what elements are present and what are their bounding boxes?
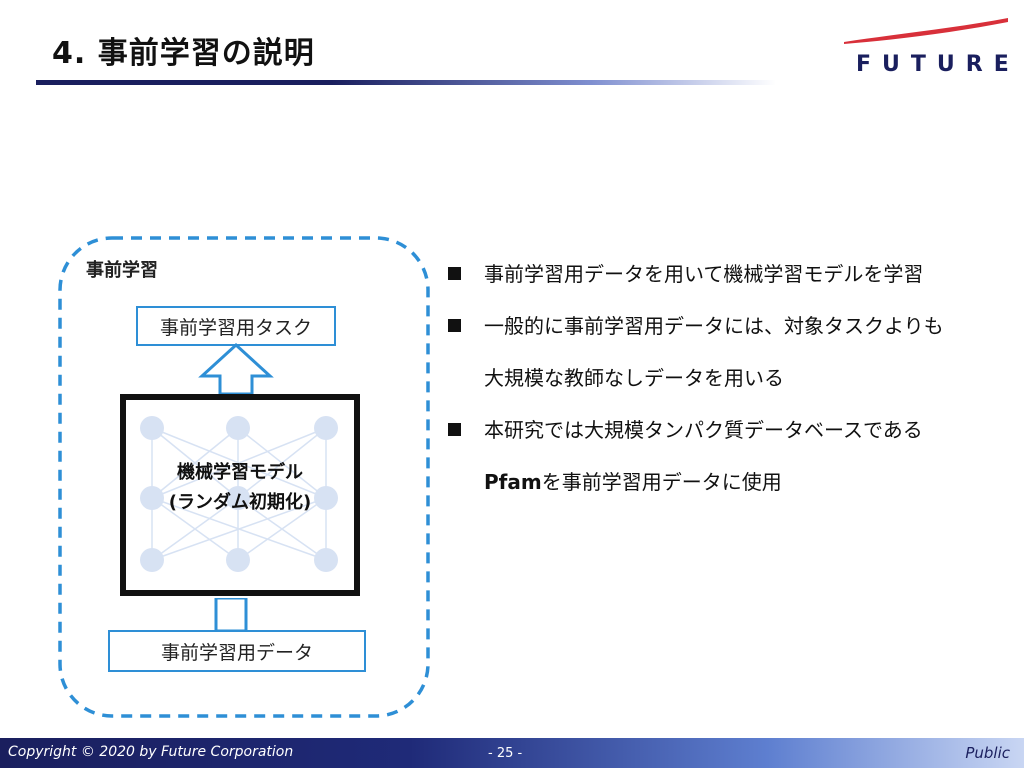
pretraining-label: 事前学習 — [86, 260, 158, 281]
footer-bar: Copyright © 2020 by Future Corporation -… — [0, 738, 1024, 768]
square-bullet-icon — [448, 319, 461, 332]
up-arrow-icon — [198, 342, 274, 396]
bullet-text: 一般的に事前学習用データには、対象タスクよりも — [484, 314, 944, 338]
copyright-text: Copyright © 2020 by Future Corporation — [8, 744, 294, 760]
bullet-list: 事前学習用データを用いて機械学習モデルを学習 一般的に事前学習用データには、対象… — [440, 248, 1010, 508]
bullet-text-continued: 大規模な教師なしデータを用いる — [484, 366, 784, 390]
bullet-item: 事前学習用データを用いて機械学習モデルを学習 — [440, 248, 1010, 300]
square-bullet-icon — [448, 267, 461, 280]
ml-model-init: (ランダム初期化) — [168, 492, 312, 513]
title-underline — [36, 80, 776, 85]
pretraining-task-box: 事前学習用タスク — [136, 306, 336, 346]
page-title: 4. 事前学習の説明 — [52, 36, 315, 71]
bullet-text: 本研究では大規模タンパク質データベースである — [484, 418, 923, 442]
classification-label: Public — [965, 744, 1010, 762]
pretraining-group-frame — [58, 236, 430, 718]
ml-model-box: 機械学習モデル (ランダム初期化) — [120, 394, 360, 596]
pfam-term: Pfam — [484, 470, 542, 494]
arrow-shaft — [214, 598, 248, 632]
logo-wordmark: FUTURE — [856, 52, 1020, 77]
future-logo: FUTURE — [836, 14, 1012, 78]
pretraining-data-box: 事前学習用データ — [108, 630, 366, 672]
bullet-text-rest: を事前学習用データに使用 — [541, 470, 782, 494]
bullet-item: 本研究では大規模タンパク質データベースである Pfamを事前学習用データに使用 — [440, 404, 1010, 508]
ml-model-label: 機械学習モデル (ランダム初期化) — [126, 458, 354, 518]
page-number: - 25 - — [488, 746, 523, 761]
bullet-text-continued: Pfamを事前学習用データに使用 — [484, 456, 1010, 508]
neural-network-icon — [140, 416, 338, 572]
bullet-text: 事前学習用データを用いて機械学習モデルを学習 — [484, 262, 924, 286]
bullet-item: 一般的に事前学習用データには、対象タスクよりも 大規模な教師なしデータを用いる — [440, 300, 1010, 404]
future-logo-swoosh-icon — [844, 18, 1008, 44]
square-bullet-icon — [448, 423, 461, 436]
ml-model-name: 機械学習モデル — [177, 462, 303, 483]
